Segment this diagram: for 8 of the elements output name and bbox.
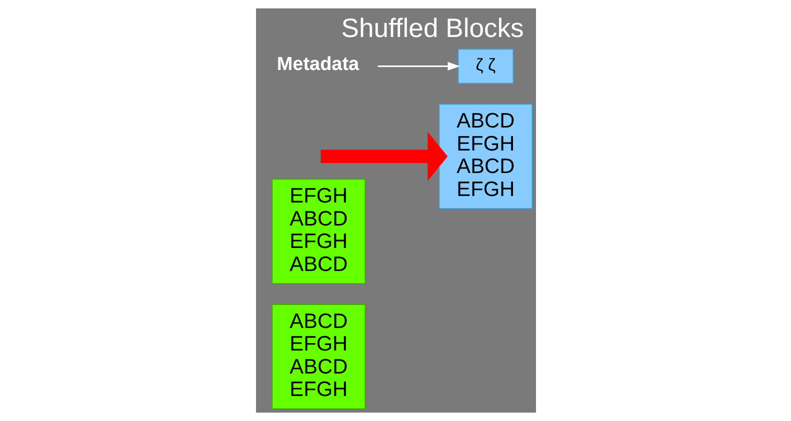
node-box: ABCD EFGH ABCD EFGH	[438, 104, 532, 210]
arrow	[320, 132, 448, 181]
node-box: EFGH ABCD EFGH ABCD	[271, 178, 366, 284]
diagram-title: Shuffled Blocks	[340, 13, 524, 44]
node-box: ζ ζ	[457, 48, 514, 84]
node-text: Metadata	[276, 54, 359, 76]
node-box: ABCD EFGH ABCD EFGH	[271, 304, 366, 410]
arrow	[377, 62, 460, 71]
